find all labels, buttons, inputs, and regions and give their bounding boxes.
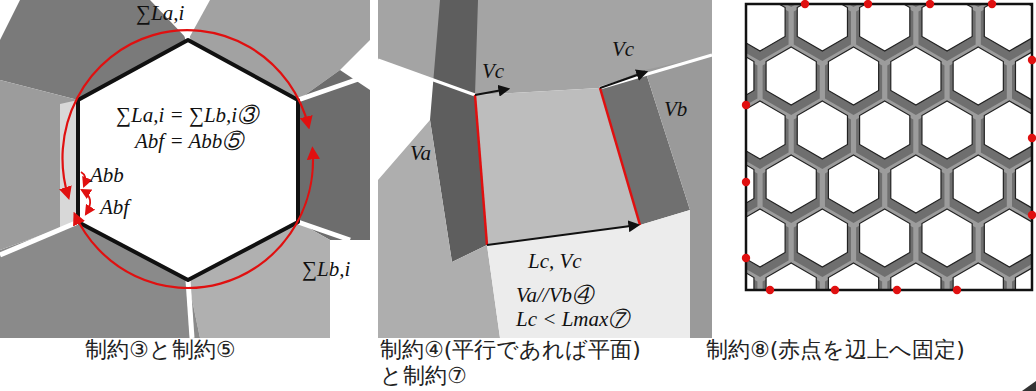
vector-arrow (487, 225, 638, 245)
sum-label: ∑La,i (136, 2, 184, 25)
fixed-point (864, 0, 872, 8)
length-arc (75, 149, 313, 288)
caption: 制約⑧(赤点を辺上へ固定) (706, 337, 965, 363)
length-arc (62, 30, 308, 197)
planar-face (378, 0, 712, 338)
fixed-point (988, 0, 996, 8)
cell-face (984, 4, 1032, 51)
angle-arrow (82, 190, 90, 214)
cell-face (984, 101, 1032, 159)
equation-label: Abf = Abb⑤ (135, 130, 243, 153)
fixed-point (742, 178, 750, 186)
cell-face (828, 263, 878, 290)
corner-mark (1022, 381, 1036, 391)
cell-face (953, 47, 1003, 105)
vector-arrow (600, 72, 646, 88)
vector-label: Vc (482, 60, 504, 83)
cell-face (797, 209, 847, 267)
fixed-point (1028, 211, 1036, 219)
wall-panel (298, 70, 370, 240)
fold-gap (378, 60, 475, 95)
honeycomb-cell (0, 0, 370, 338)
fixed-point (742, 254, 750, 262)
vector-label: Vc (612, 38, 634, 61)
cell-face (922, 4, 972, 51)
cell-face (1015, 47, 1032, 105)
cell-face (797, 101, 847, 159)
hexagon-outline (78, 40, 298, 280)
honeycomb-grid (746, 4, 1032, 290)
cell-face (953, 263, 1003, 290)
cell-face (766, 263, 816, 290)
cell-face (860, 4, 910, 51)
fold-gap (298, 75, 370, 100)
fixed-points (742, 0, 1036, 294)
cell-face (1015, 263, 1032, 290)
cell-face (891, 155, 941, 213)
cell-face (746, 209, 785, 267)
fixed-point (1028, 134, 1036, 142)
cell-face (891, 263, 941, 290)
cell-face (922, 101, 972, 159)
fixed-point (926, 0, 934, 8)
sum-label: ∑Lb,i (302, 258, 350, 281)
cell-face (891, 47, 941, 105)
fixed-point (893, 286, 901, 294)
fixed-point (742, 101, 750, 109)
caption: 制約④(平行であれば平面) と制約⑦ (380, 337, 710, 390)
wall-panel (487, 210, 690, 338)
constraint-label: Va//Vb④ (516, 284, 593, 307)
cell-face (828, 47, 878, 105)
cell-face (860, 101, 910, 159)
cell-face (828, 155, 878, 213)
angle-arrow (81, 172, 85, 186)
fold-gap (0, 222, 78, 255)
cell-face (953, 155, 1003, 213)
angle-label: Abf (100, 196, 129, 219)
cell-face (746, 4, 785, 51)
fold-gap (298, 222, 350, 240)
angle-label: Abb (90, 164, 124, 187)
caption: 制約③と制約⑤ (85, 337, 235, 363)
boundary-square (746, 4, 1032, 290)
fixed-point (953, 286, 961, 294)
vector-label: Vb (664, 98, 687, 121)
cell-face (1015, 155, 1032, 213)
cell-face (766, 155, 816, 213)
fixed-point (831, 286, 839, 294)
cell-face (984, 209, 1032, 267)
cell-face (922, 209, 972, 267)
equation-label: ∑La,i = ∑Lb,i③ (116, 104, 258, 127)
cell-face (860, 209, 910, 267)
fixed-point (801, 0, 809, 8)
cell-face (746, 101, 785, 159)
vector-arrow (475, 89, 508, 95)
vector-line (475, 95, 487, 245)
fixed-point (766, 286, 774, 294)
vector-line (600, 88, 640, 225)
cell-face (797, 4, 847, 51)
fixed-point (1028, 56, 1036, 64)
vector-label: Lc, Vc (528, 250, 582, 273)
constraint-label: Lc < Lmax⑦ (516, 308, 629, 331)
cell-face (766, 47, 816, 105)
vector-label: Va (410, 142, 431, 165)
